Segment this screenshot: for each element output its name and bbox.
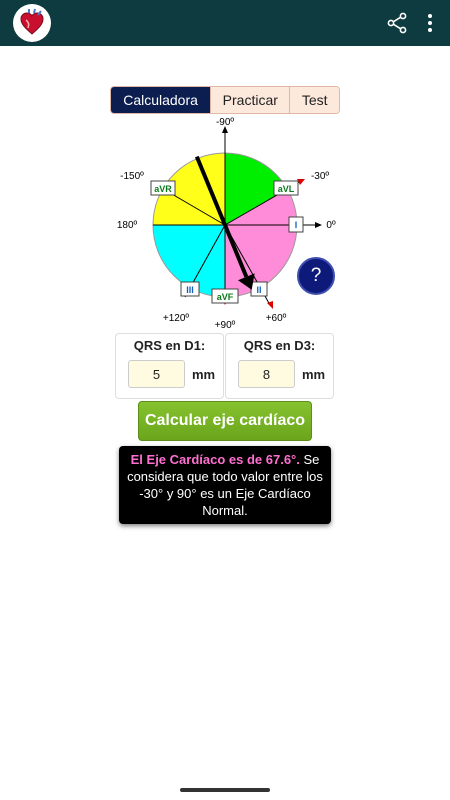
lead-iii: III: [186, 285, 194, 295]
calculate-button[interactable]: Calcular eje cardíaco: [138, 401, 312, 441]
qrs-d1-label: QRS en D1:: [133, 338, 206, 353]
label-neg30: -30º: [311, 171, 329, 182]
label-60: +60º: [266, 313, 287, 324]
label-180: 180º: [117, 220, 138, 231]
qrs-d1-input[interactable]: [128, 360, 185, 388]
qrs-d3-unit: mm: [302, 367, 326, 382]
qrs-d1-unit: mm: [192, 367, 216, 382]
hexaxial-diagram: -90º -30º -150º 180º 0º +120º +90º +60º …: [117, 117, 336, 331]
tab-test[interactable]: Test: [289, 87, 339, 113]
label-neg150: -150º: [120, 171, 144, 182]
label-0: 0º: [326, 220, 336, 231]
result-text: Se considera que todo valor entre los -3…: [127, 452, 323, 518]
cardiac-axis-arrow: [194, 155, 249, 278]
label-90: +90º: [215, 320, 236, 331]
tab-calculadora[interactable]: Calculadora: [111, 87, 211, 113]
more-vert-icon[interactable]: [422, 12, 438, 34]
heart-icon[interactable]: [13, 4, 51, 42]
lead-avr: aVR: [154, 184, 172, 194]
tab-bar: Calculadora Practicar Test: [110, 86, 340, 114]
result-box: El Eje Cardíaco es de 67.6°. Se consider…: [119, 446, 331, 524]
help-label: ?: [310, 265, 322, 286]
qrs-d3-input[interactable]: [238, 360, 295, 388]
lead-i: I: [295, 220, 298, 230]
nav-handle[interactable]: [180, 788, 270, 792]
lead-avl: aVL: [278, 184, 295, 194]
qrs-d3-card: QRS en D3: mm: [225, 333, 334, 399]
qrs-d1-card: QRS en D1: mm: [115, 333, 224, 399]
lead-avf: aVF: [217, 292, 234, 302]
cardiac-axis-arrowhead: [238, 273, 255, 290]
label-120: +120º: [163, 313, 190, 324]
help-button[interactable]: ?: [297, 257, 335, 295]
share-icon[interactable]: [386, 12, 408, 34]
tab-practicar[interactable]: Practicar: [210, 87, 290, 113]
label-neg90: -90º: [216, 117, 234, 128]
qrs-d3-label: QRS en D3:: [243, 338, 316, 353]
result-highlight: El Eje Cardíaco es de 67.6°.: [130, 452, 300, 467]
lead-ii: II: [256, 285, 261, 295]
app-bar: [0, 0, 450, 46]
